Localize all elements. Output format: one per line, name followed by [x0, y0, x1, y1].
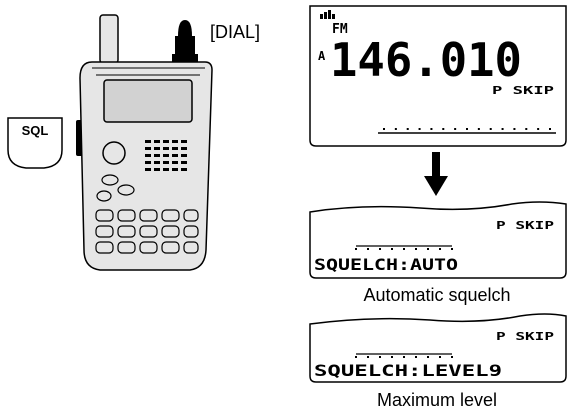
radio-dial-pad	[102, 141, 126, 165]
dial-label: [DIAL]	[210, 22, 260, 42]
squelch-level-display: P SKIP SQUELCH:LEVEL9	[309, 313, 567, 383]
oval-button[interactable]	[101, 174, 119, 186]
keypad	[95, 209, 199, 254]
sql-key[interactable]: SQL	[7, 117, 63, 169]
frequency-display: FM A 146.010 P SKIP	[309, 5, 567, 147]
radio-screen	[103, 79, 193, 123]
frequency-readout: 146.010	[330, 33, 522, 87]
p-skip-indicator: P SKIP	[492, 84, 555, 97]
handheld-radio	[76, 14, 213, 271]
squelch-level-bar	[355, 245, 453, 250]
automatic-squelch-caption: Automatic squelch	[363, 285, 510, 305]
dial-knob[interactable]	[172, 20, 198, 62]
squelch-level-text: SQUELCH:LEVEL9	[314, 361, 502, 380]
p-skip-indicator: P SKIP	[496, 219, 555, 232]
maximum-level-caption: Maximum level	[377, 390, 497, 410]
mode-label: FM	[332, 22, 348, 37]
signal-bars-icon	[320, 10, 335, 19]
antenna	[99, 14, 119, 64]
squelch-level-bar	[355, 353, 453, 358]
squelch-auto-text: SQUELCH:AUTO	[314, 255, 458, 274]
s-meter-ticks	[383, 128, 551, 130]
speaker-grille	[145, 140, 187, 171]
squelch-auto-display: P SKIP SQUELCH:AUTO	[309, 201, 567, 279]
p-skip-indicator: P SKIP	[496, 330, 555, 343]
memory-bank-label: A	[318, 49, 326, 63]
oval-button[interactable]	[117, 184, 135, 196]
oval-button[interactable]	[96, 190, 112, 202]
down-arrow-icon	[424, 152, 448, 196]
sql-key-label: SQL	[22, 123, 49, 138]
